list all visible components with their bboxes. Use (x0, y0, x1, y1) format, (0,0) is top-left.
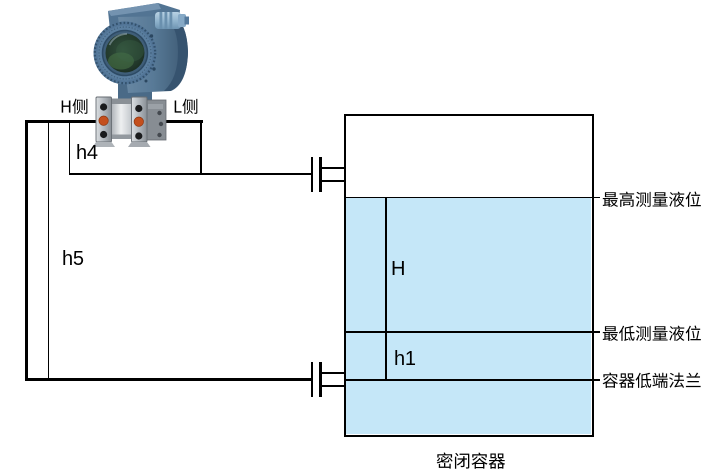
flange-foot-h (92, 142, 115, 147)
transmitter-body (93, 3, 189, 106)
transmitter-housing-shade (164, 16, 188, 91)
vessel-label-text: 密闭容器 (0, 0, 1, 1)
bottom-flange-label-text: 容器低端法兰 (0, 0, 1, 1)
h-side-port-dot (98, 115, 109, 126)
h-side-label-glyphs (61, 98, 88, 115)
top-flange-nozzle-upper (321, 166, 346, 169)
h-dimension-line (385, 197, 387, 381)
flange-bolt (135, 104, 143, 113)
l-side-vertical-pipe (199, 120, 203, 175)
l-side-port-dot (133, 116, 144, 127)
bottom-flange-bar-outer (310, 362, 314, 397)
flange-foot-l (128, 142, 151, 147)
dp-transmitter-image (92, 3, 189, 147)
min-level-line (344, 330, 600, 333)
h4-label: h4 (76, 141, 98, 164)
vessel-liquid (346, 197, 591, 434)
bottom-flange-label-glyphs (602, 372, 701, 388)
h-side-label-text: H侧 (0, 0, 1, 1)
l-side-port-pipe (143, 120, 203, 123)
h5-dimension-line (47, 121, 50, 379)
h-side-bottom-pipe (25, 378, 311, 381)
flange-bolt (100, 130, 108, 139)
h-side-vertical-pipe (25, 119, 28, 381)
transmitter-flange-assembly (92, 96, 167, 147)
h-side-port-pipe (25, 119, 100, 123)
l-side-label-text: L侧 (0, 0, 1, 1)
bottom-flange-bar-inner (318, 362, 322, 397)
h1-label: h1 (394, 348, 416, 370)
min-level-label-text: 最低测量液位 (0, 0, 1, 1)
bottom-flange-nozzle-lower (321, 384, 346, 387)
bottom-flange-level-line (344, 379, 600, 381)
top-flange-nozzle-lower (321, 179, 346, 182)
flange-bolt (135, 132, 143, 140)
cable-gland (155, 12, 189, 29)
h5-label: h5 (62, 247, 84, 270)
flange-bolt (100, 103, 108, 111)
transmitter-top-cap-face (108, 3, 161, 16)
max-level-label-glyphs (602, 191, 701, 207)
transmitter-bezel (93, 21, 157, 85)
bottom-flange-nozzle-upper (321, 371, 346, 374)
top-flange-bar-inner (318, 157, 322, 192)
h-label: H (391, 257, 406, 280)
max-level-line (344, 196, 600, 199)
l-side-label-glyphs (174, 99, 198, 115)
top-flange-bar-outer (310, 157, 314, 192)
h4-dimension-line (68, 121, 71, 175)
sensor-capsule (111, 102, 133, 139)
vessel-label-glyphs (436, 452, 506, 469)
min-level-label-glyphs (602, 325, 701, 341)
max-level-label-text: 最高测量液位 (0, 0, 1, 1)
l-side-horizontal-pipe (68, 173, 311, 176)
